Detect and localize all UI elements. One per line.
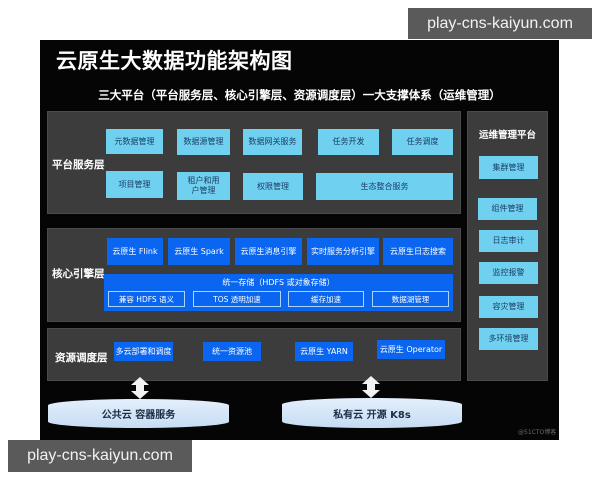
box-task-development: 任务开发 xyxy=(318,129,379,155)
resource-multicloud: 多云部署和调度 xyxy=(114,342,173,361)
resource-yarn: 云原生 YARN xyxy=(295,342,353,361)
engine-realtime-analytics: 实时服务分析引擎 xyxy=(307,238,379,265)
private-cloud-k8s: 私有云 开源 K8s xyxy=(282,398,462,428)
unified-storage xyxy=(104,274,453,311)
engine-spark: 云原生 Spark xyxy=(168,238,230,265)
resource-operator: 云原生 Operator xyxy=(377,340,445,359)
engine-flink: 云原生 Flink xyxy=(107,238,163,265)
watermark-bottom-left: play-cns-kaiyun.com xyxy=(8,440,192,472)
ops-platform-title: 运维管理平台 xyxy=(478,130,536,141)
platform-layer-label: 平台服务层 xyxy=(52,159,105,171)
box-ecosystem-integration: 生态整合服务 xyxy=(316,173,453,200)
box-project-management: 项目管理 xyxy=(106,171,163,198)
double-arrow-icon xyxy=(131,377,149,399)
ops-component-management: 组件管理 xyxy=(478,198,537,220)
unified-storage-title: 统一存储（HDFS 或对象存储） xyxy=(222,278,335,287)
box-task-scheduling: 任务调度 xyxy=(392,129,453,155)
box-metadata-management: 元数据管理 xyxy=(106,129,163,154)
double-arrow-icon xyxy=(362,376,380,398)
core-layer-label: 核心引擎层 xyxy=(52,268,105,280)
diagram-title: 云原生大数据功能架构图 xyxy=(56,49,293,73)
resource-layer-label: 资源调度层 xyxy=(55,352,108,364)
ops-multi-env-management: 多环境管理 xyxy=(479,328,538,350)
storage-cache-accel: 缓存加速 xyxy=(288,291,364,307)
storage-datalake: 数据湖管理 xyxy=(372,291,449,307)
box-tenant-user-management: 租户和用户管理 xyxy=(177,172,230,200)
footer-source-mark: @51CTO博客 xyxy=(518,429,557,436)
watermark-top-right: play-cns-kaiyun.com xyxy=(408,8,592,39)
resource-unified-pool: 统一资源池 xyxy=(203,342,261,361)
engine-message: 云原生消息引擎 xyxy=(235,238,302,265)
public-cloud-container-service: 公共云 容器服务 xyxy=(48,399,229,428)
engine-log-search: 云原生日志搜索 xyxy=(383,238,453,265)
ops-log-audit: 日志审计 xyxy=(479,230,538,252)
diagram-subtitle: 三大平台（平台服务层、核心引擎层、资源调度层）一大支撑体系（运维管理） xyxy=(98,88,501,102)
ops-disaster-recovery: 容灾管理 xyxy=(479,296,538,318)
ops-monitoring-alerts: 监控报警 xyxy=(479,262,538,284)
ops-cluster-management: 集群管理 xyxy=(479,156,538,179)
storage-tos-accel: TOS 透明加速 xyxy=(193,291,281,307)
box-permission-management: 权限管理 xyxy=(243,173,303,200)
box-data-gateway: 数据网关服务 xyxy=(243,129,302,155)
box-datasource-management: 数据源管理 xyxy=(177,129,230,155)
storage-hdfs-compat: 兼容 HDFS 语义 xyxy=(108,291,185,307)
